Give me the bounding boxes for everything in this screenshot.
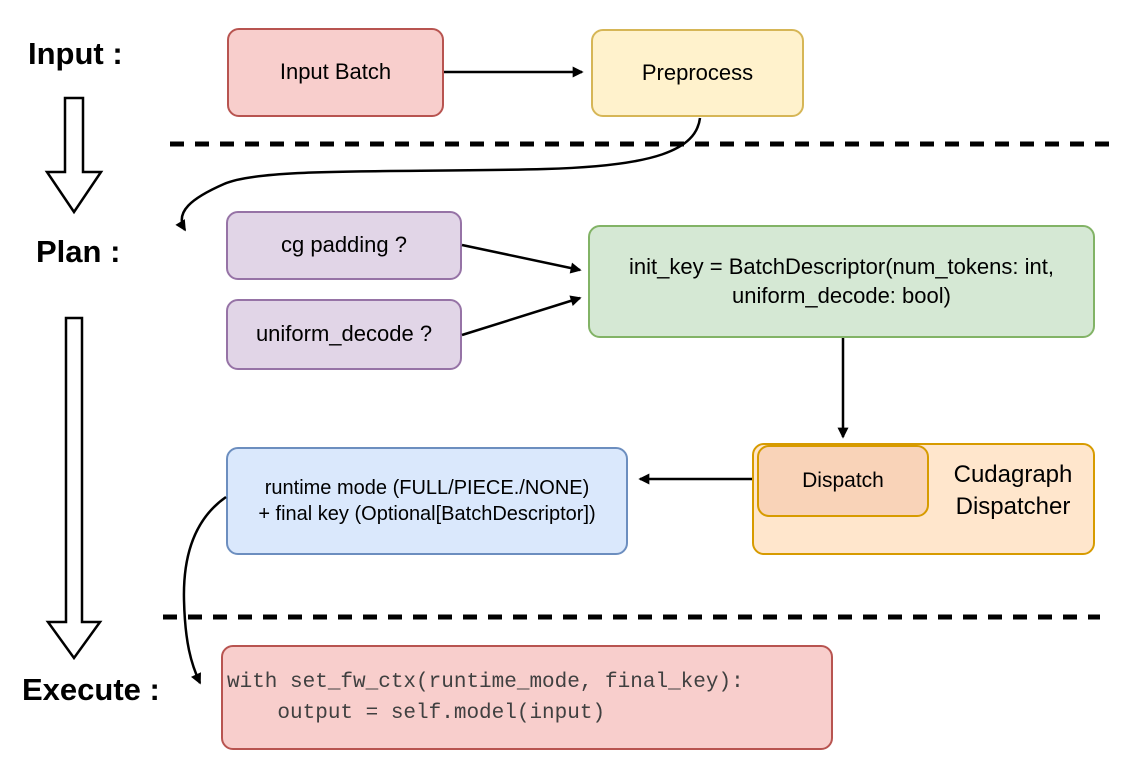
- execute-code-line1: with set_fw_ctx(runtime_mode, final_key)…: [227, 670, 744, 694]
- node-uniform-decode: uniform_decode ?: [226, 299, 462, 370]
- cudagraph-label-line2: Dispatcher: [955, 493, 1071, 520]
- stage-arrow-input-to-plan: [44, 96, 104, 215]
- node-runtime-mode-label: runtime mode (FULL/PIECE./NONE) + final …: [258, 475, 595, 527]
- stage-label-plan: Plan :: [36, 234, 121, 269]
- arrow-uniform-decode-to-init-key: [461, 295, 582, 337]
- stage-label-execute: Execute :: [22, 672, 160, 707]
- runtime-mode-line1: runtime mode (FULL/PIECE./NONE): [264, 477, 590, 499]
- node-init-key-label: init_key = BatchDescriptor(num_tokens: i…: [629, 253, 1054, 310]
- connector-runtime-mode-to-execute-code: [182, 495, 227, 685]
- node-init-key-line2: uniform_decode: bool): [732, 282, 951, 308]
- node-runtime-mode: runtime mode (FULL/PIECE./NONE) + final …: [226, 447, 628, 555]
- node-init-key: init_key = BatchDescriptor(num_tokens: i…: [588, 225, 1095, 338]
- stage-arrow-plan-to-execute: [45, 316, 103, 661]
- node-dispatch: Dispatch: [757, 445, 929, 517]
- node-preprocess: Preprocess: [591, 29, 804, 117]
- runtime-mode-line2: + final key (Optional[BatchDescriptor]): [258, 503, 596, 525]
- node-dispatch-label: Dispatch: [802, 469, 884, 493]
- node-preprocess-label: Preprocess: [641, 59, 754, 85]
- node-execute-code-label: with set_fw_ctx(runtime_mode, final_key)…: [227, 667, 744, 729]
- stage-label-input: Input :: [28, 36, 123, 71]
- node-execute-code: with set_fw_ctx(runtime_mode, final_key)…: [221, 645, 833, 750]
- node-cudagraph-dispatcher-label: Cudagraph Dispatcher: [932, 459, 1094, 523]
- cudagraph-label-line1: Cudagraph: [953, 461, 1073, 488]
- execute-code-line2: output = self.model(input): [227, 701, 606, 725]
- node-init-key-line1: init_key = BatchDescriptor(num_tokens: i…: [629, 253, 1054, 279]
- arrow-cg-padding-to-init-key: [461, 243, 582, 274]
- node-cg-padding-label: cg padding ?: [281, 232, 407, 258]
- node-input-batch: Input Batch: [227, 28, 444, 117]
- node-cg-padding: cg padding ?: [226, 211, 462, 280]
- node-input-batch-label: Input Batch: [279, 59, 392, 85]
- node-uniform-decode-label: uniform_decode ?: [255, 321, 433, 347]
